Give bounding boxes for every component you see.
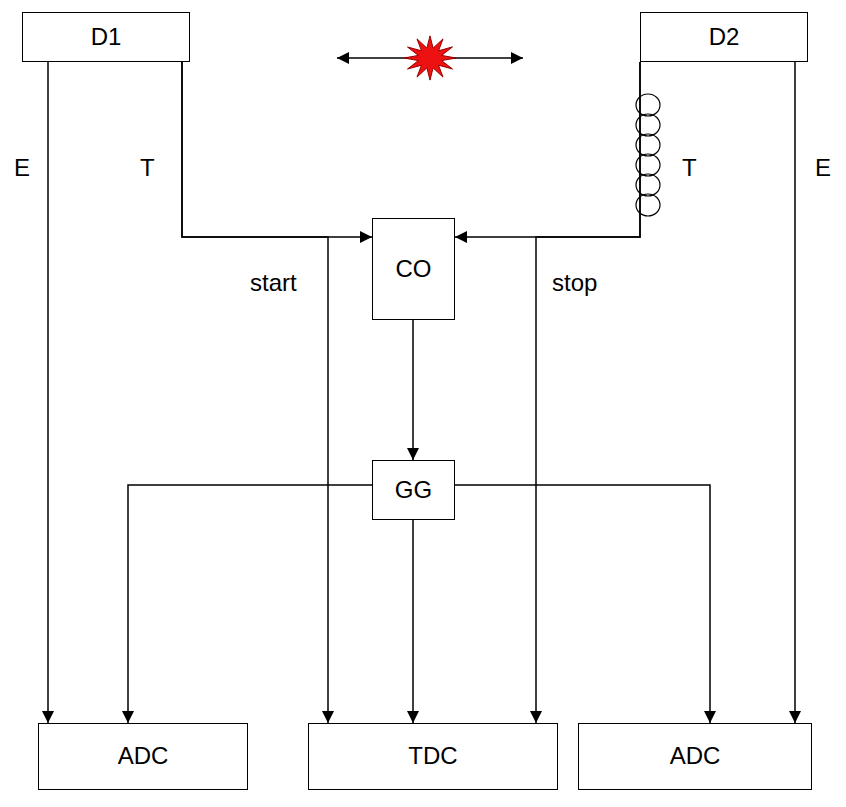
signal-label: T — [140, 155, 155, 181]
signal-wire — [47, 62, 49, 723]
signal-wire — [455, 485, 710, 723]
box-label: D1 — [91, 24, 122, 50]
signal-label: E — [815, 155, 831, 181]
signal-label: start — [250, 270, 297, 296]
delay-coil — [636, 94, 660, 216]
coil-winding — [636, 114, 660, 136]
signal-label: stop — [552, 270, 597, 296]
explosion-symbol — [404, 36, 456, 80]
coincidence-box: CO — [372, 218, 455, 320]
box-label: D2 — [709, 24, 740, 50]
signal-wire — [455, 62, 640, 237]
detector-box: D2 — [640, 12, 808, 62]
signal-label: T — [682, 155, 697, 181]
box-label: TDC — [408, 743, 457, 769]
coil-winding — [636, 194, 660, 216]
gate-generator-box: GG — [372, 460, 455, 520]
coil-winding — [636, 174, 660, 196]
signal-wire — [128, 485, 372, 723]
box-label: ADC — [118, 743, 169, 769]
coil-winding — [636, 154, 660, 176]
tdc-box: TDC — [308, 723, 558, 790]
box-label: CO — [396, 256, 432, 282]
signal-wire — [536, 62, 640, 723]
signal-wire — [412, 520, 414, 723]
coil-winding — [636, 134, 660, 156]
signal-label: E — [14, 155, 30, 181]
coil-winding — [636, 94, 660, 116]
detector-box: D1 — [22, 12, 190, 62]
signal-wire — [794, 62, 796, 723]
adc-box: ADC — [578, 723, 812, 790]
signal-wire — [412, 320, 414, 460]
box-label: ADC — [670, 743, 721, 769]
signal-wire — [182, 62, 372, 237]
signal-wire — [182, 62, 328, 723]
adc-box: ADC — [38, 723, 248, 790]
box-label: GG — [395, 477, 432, 503]
